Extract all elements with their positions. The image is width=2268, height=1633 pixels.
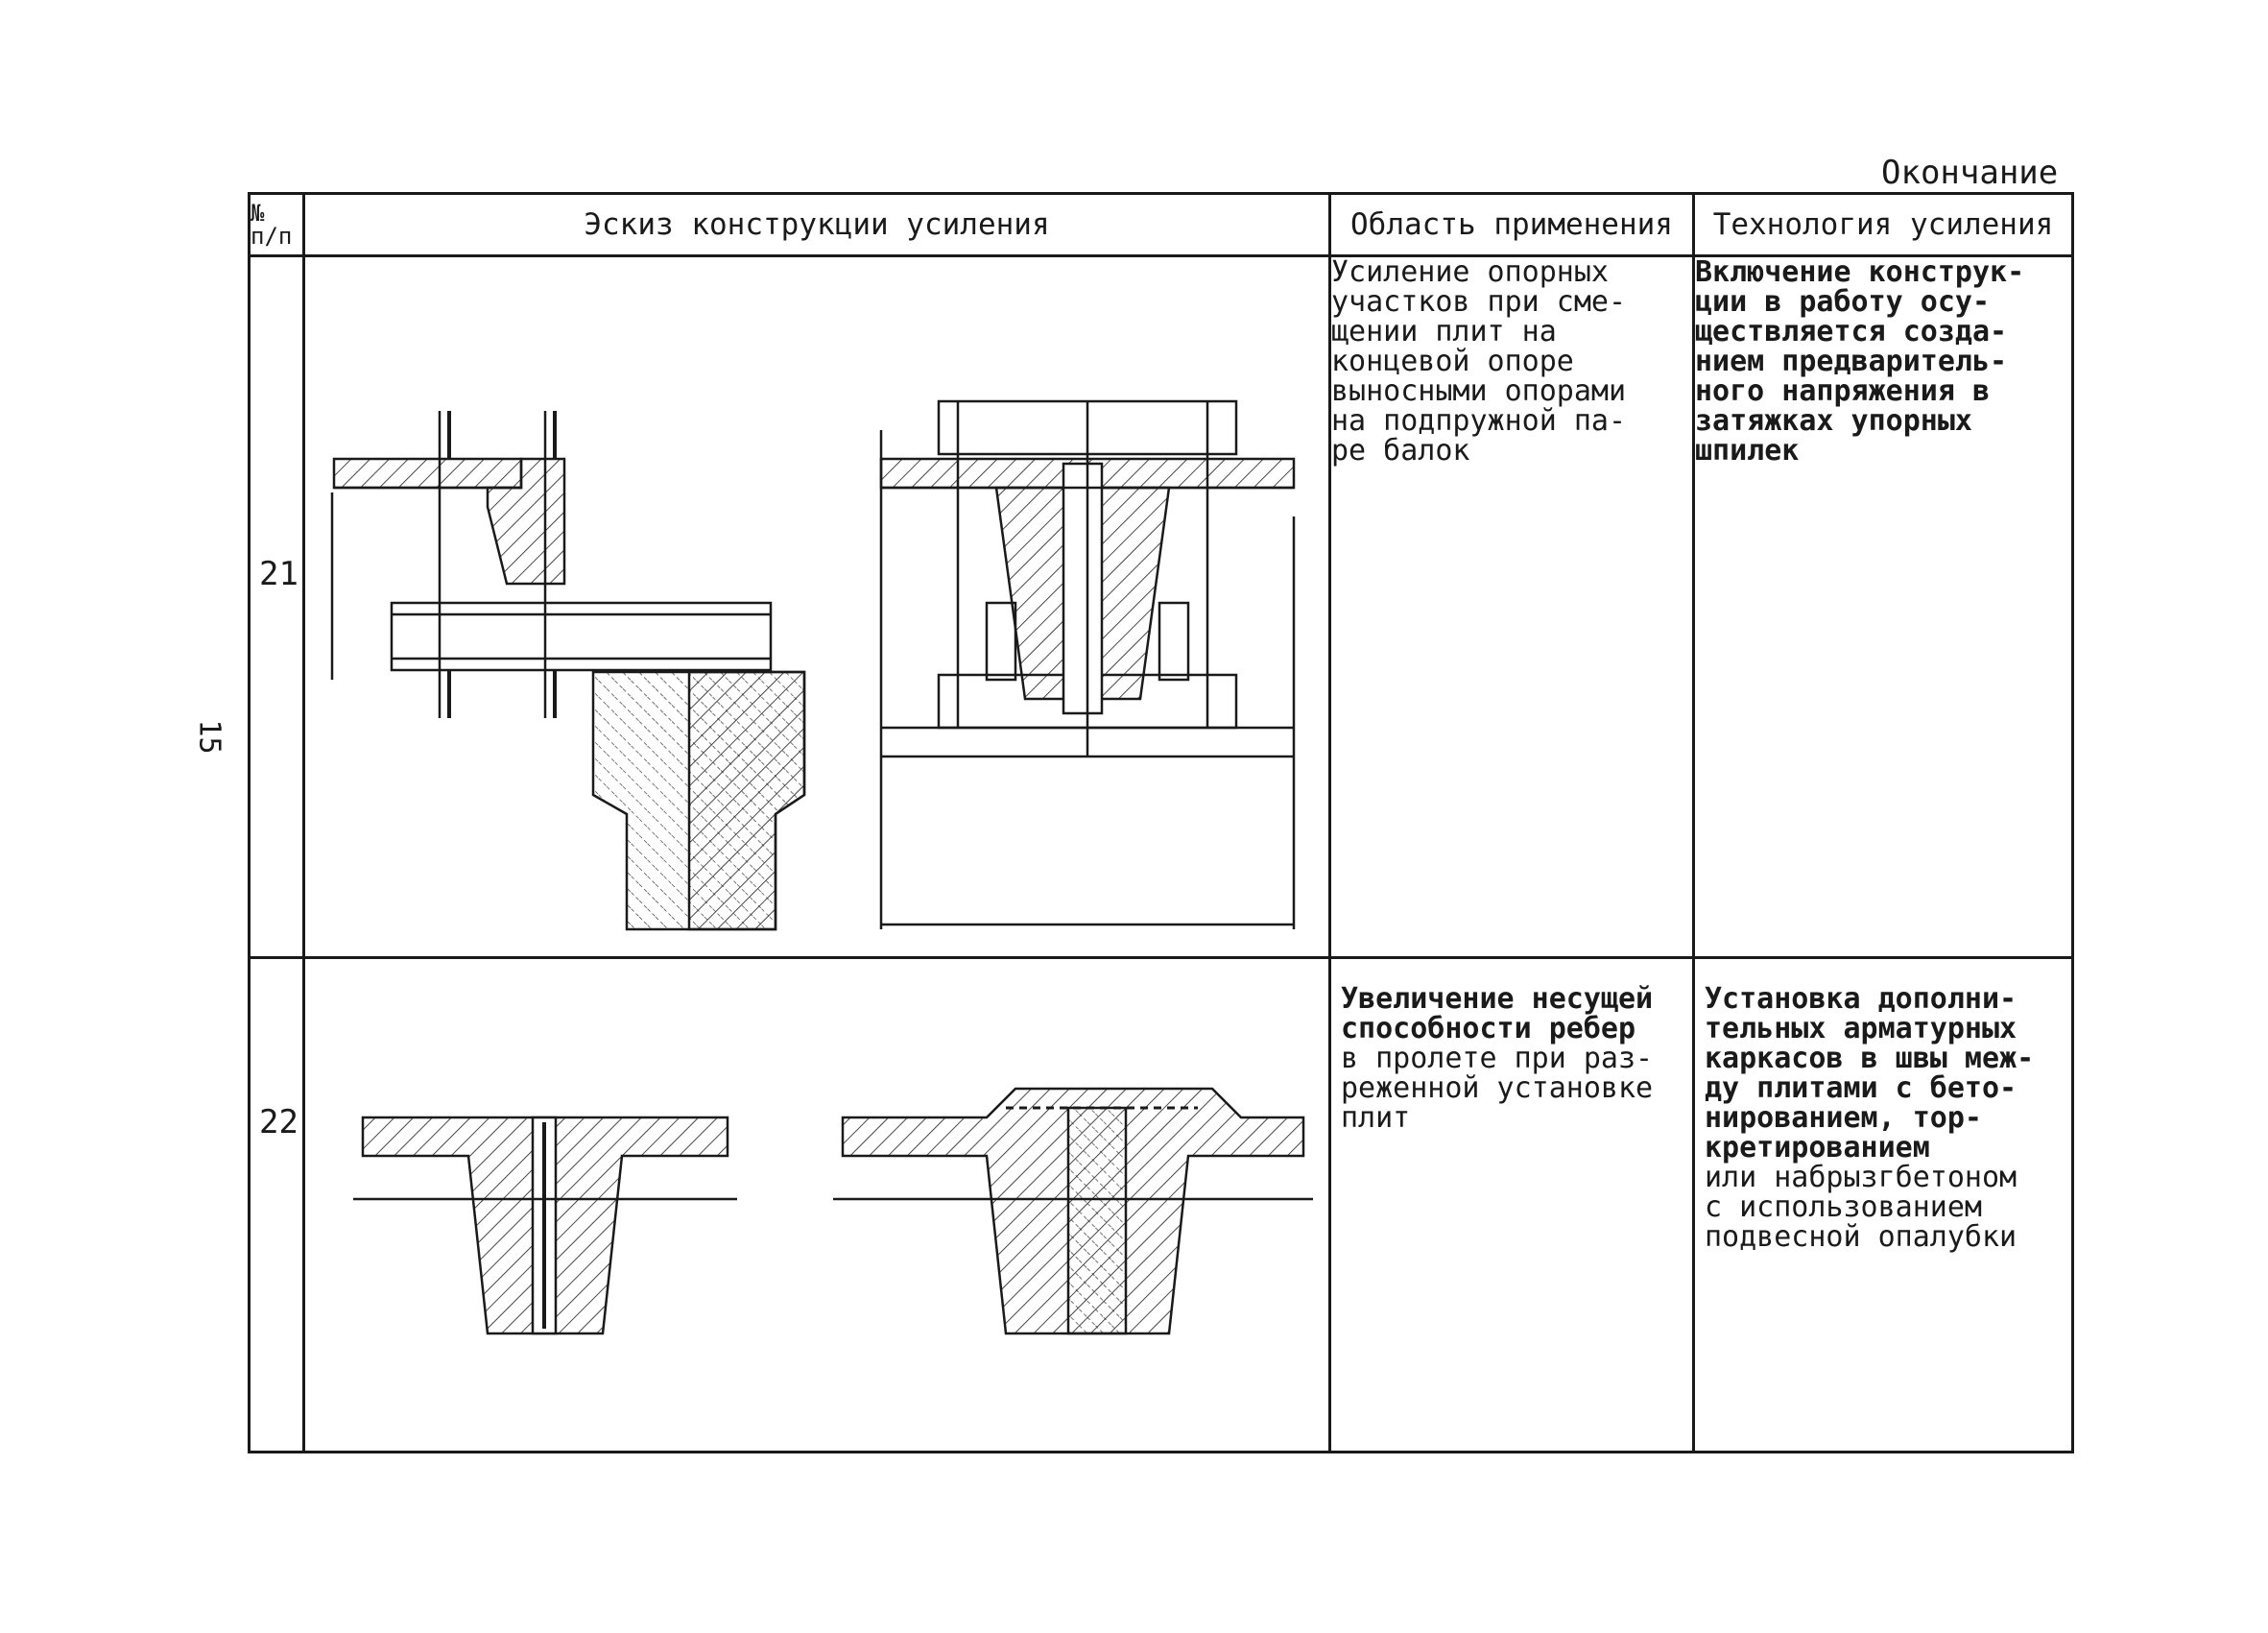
area-bold-text: Увеличение несущей способности ребер bbox=[1341, 982, 1654, 1045]
page-number: 15 bbox=[192, 719, 227, 755]
area-text: в пролете при раз- реженной установке пл… bbox=[1341, 1042, 1654, 1135]
sketch-cell bbox=[302, 254, 1331, 959]
row-number: 21 bbox=[248, 254, 305, 959]
area-cell: Увеличение несущей способности ребер в п… bbox=[1328, 956, 1695, 1453]
reinforcement-table: № п/п Эскиз конструкции усиления Область… bbox=[248, 192, 2074, 1453]
header-technology: Технология усиления bbox=[1692, 192, 2074, 257]
technology-cell: Установка дополни- тельных арматурных ка… bbox=[1692, 956, 2074, 1453]
technology-cell: Включение конструк- ции в работу осу- ще… bbox=[1692, 254, 2074, 959]
technology-bold-text: Установка дополни- тельных арматурных ка… bbox=[1705, 982, 2035, 1165]
sketch-21-drawing bbox=[330, 399, 1296, 931]
area-cell: Усиление опорных участков при сме- щении… bbox=[1328, 254, 1695, 959]
sketch-22-drawing bbox=[353, 1087, 1313, 1335]
row-number: 22 bbox=[248, 956, 305, 1453]
row-number-text: 21 bbox=[259, 555, 298, 593]
header-num: № п/п bbox=[248, 192, 305, 257]
table-row: 22 Увеличение несущей способност bbox=[248, 956, 2074, 1453]
table-header-row: № п/п Эскиз конструкции усиления Область… bbox=[248, 192, 2074, 257]
header-area: Область применения bbox=[1328, 192, 1695, 257]
sketch-cell bbox=[302, 956, 1331, 1453]
table-row: 21 bbox=[248, 254, 2074, 959]
header-sketch: Эскиз конструкции усиления bbox=[302, 192, 1331, 257]
row-number-text: 22 bbox=[259, 1103, 298, 1141]
technology-text: или набрызгбетоном с использованием подв… bbox=[1705, 1161, 2017, 1254]
ending-label: Окончание bbox=[1881, 154, 2059, 192]
